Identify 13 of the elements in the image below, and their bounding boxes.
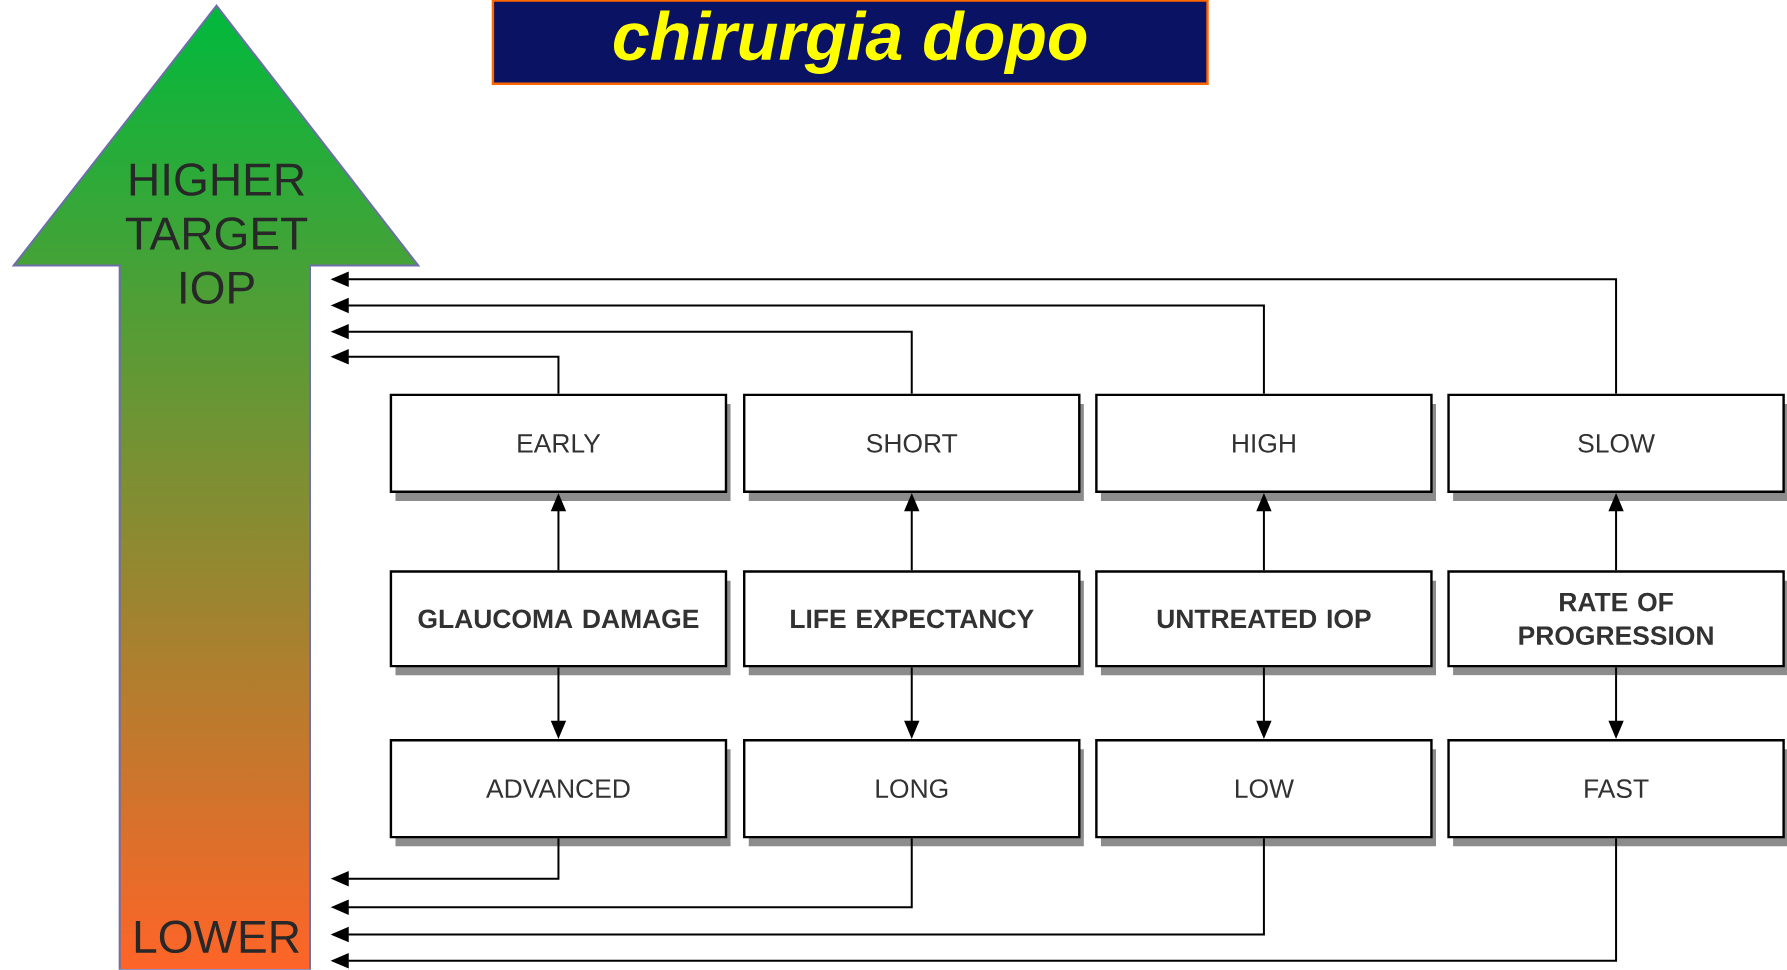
text-box: ADVANCED: [389, 739, 731, 847]
text-box: EARLY: [389, 393, 731, 501]
title-banner: chirurgia dopo: [491, 0, 1209, 86]
text-box: FAST: [1447, 739, 1787, 847]
text-box: SLOW: [1447, 393, 1787, 501]
text-box: HIGH: [1095, 393, 1436, 501]
text-box: SHORT: [743, 393, 1084, 501]
text-box: RATE OF PROGRESSION: [1447, 570, 1787, 676]
text-box: LIFE EXPECTANCY: [743, 570, 1084, 676]
text-box: UNTREATED IOP: [1095, 570, 1436, 676]
text-box: LOW: [1095, 739, 1436, 847]
text-box: GLAUCOMA DAMAGE: [389, 570, 731, 676]
text-box: LONG: [743, 739, 1084, 847]
